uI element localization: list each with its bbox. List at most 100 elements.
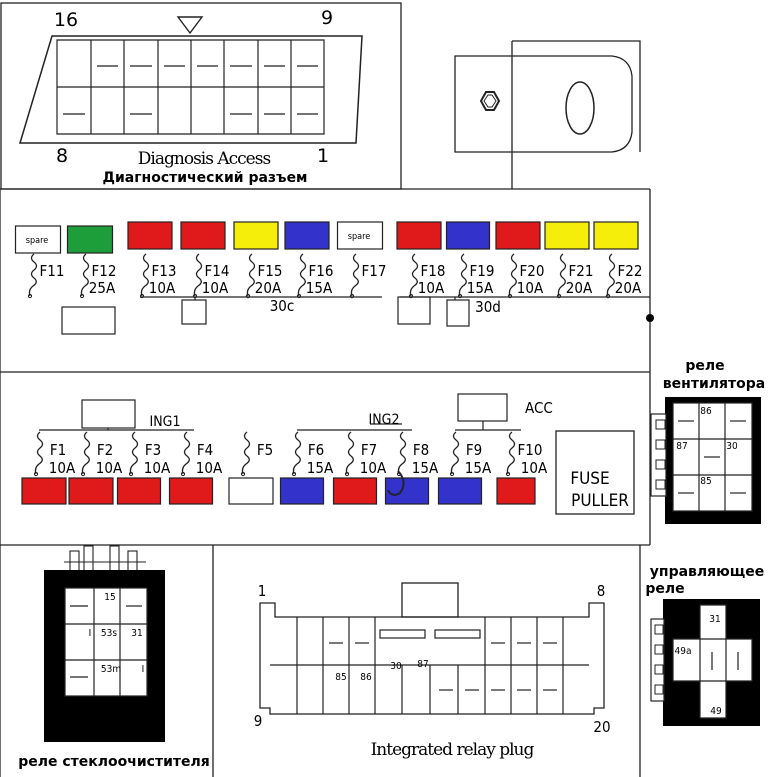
wiper-relay-pin-31: 31 — [131, 628, 142, 639]
fuse-link-end — [291, 471, 297, 477]
wiper-relay: 15 I 53s 31 53m I реле стеклоочистителя — [18, 545, 210, 770]
fuse-link-icon — [129, 431, 139, 475]
fuse-link-icon — [81, 431, 91, 475]
diag-caption-ru: Диагностический разъем — [102, 170, 307, 186]
integrated-relay-plug: 1 8 9 20 85 86 30 87 Integrated relay pl… — [254, 582, 611, 760]
fuse-rating-f3: 10A — [144, 459, 171, 477]
fuse-name-f1: F1 — [50, 441, 66, 459]
wiper-relay-pin-i: I — [89, 628, 92, 639]
fuse-mark — [398, 236, 408, 242]
fuse-link-icon — [606, 253, 616, 297]
fuse-cap-f19 — [445, 221, 491, 250]
fuse-link-end — [240, 471, 246, 477]
fuse-cap-f12 — [66, 225, 114, 254]
fuse-rating-f6: 15A — [307, 459, 334, 477]
fuse-puller — [555, 430, 635, 515]
fan-relay-title-2: вентилятора — [663, 376, 765, 392]
fuse-name-f19: F19 — [470, 262, 495, 280]
wiper-relay-pin-53s: 53s — [101, 628, 117, 639]
plug-pin-20: 20 — [593, 718, 610, 736]
fuse-link-icon — [345, 431, 355, 475]
fan-relay-pin-87: 87 — [676, 441, 687, 452]
diag-pin-16: 16 — [54, 9, 78, 31]
fuse-link-icon — [246, 253, 256, 297]
fuse-name-f20: F20 — [520, 262, 545, 280]
relay-socket — [446, 299, 470, 327]
fuse-rating-f18: 10A — [418, 279, 445, 297]
fuse-rating-f2: 10A — [96, 459, 123, 477]
control-relay-title-1: управляющее — [650, 564, 764, 580]
plug-pin-grid — [296, 617, 564, 714]
fuse-name-f22: F22 — [618, 262, 643, 280]
fan-relay-title-1: реле — [685, 358, 724, 374]
terminal-dot — [646, 314, 654, 322]
fuse-link-end — [128, 471, 134, 477]
relay-socket — [181, 299, 207, 325]
plug-pin-30: 30 — [390, 661, 402, 672]
fuse-name-f18: F18 — [421, 262, 446, 280]
plug-caption: Integrated relay plug — [371, 740, 535, 760]
fuse-cap-f2 — [68, 477, 114, 505]
fuse-rating-f1: 10A — [49, 459, 76, 477]
wiper-relay-pin-i2: I — [142, 664, 145, 675]
fuse-cap-f13 — [127, 221, 173, 250]
fuse-cap-f6 — [279, 477, 325, 505]
control-relay-pin-31: 31 — [709, 614, 720, 625]
fuse-name-f8: F8 — [413, 441, 429, 459]
fuse-name-f16: F16 — [309, 262, 334, 280]
relay-socket — [397, 296, 431, 325]
fuse-link-icon — [140, 253, 150, 297]
fuse-rating-f19: 15A — [467, 279, 494, 297]
diag-caption-en: Diagnosis Access — [138, 149, 271, 169]
bus-label-ing1: ING1 — [150, 414, 181, 430]
fan-relay-pin-86: 86 — [700, 406, 712, 417]
diagnostic-connector: 16 9 8 1 Diagnosis Access Диагностически… — [18, 7, 363, 186]
fuse-link-end — [505, 471, 511, 477]
fuse-cap-f16 — [284, 221, 330, 250]
fuse-cap-f15 — [233, 221, 279, 250]
fuse-cap-text: spare — [26, 236, 48, 246]
fuse-cap-f18 — [396, 221, 442, 250]
fuse-name-f7: F7 — [361, 441, 377, 459]
fuse-rating-f14: 10A — [202, 279, 229, 297]
diag-pin-8: 8 — [56, 145, 68, 167]
relay-socket — [457, 393, 508, 422]
fuse-name-f2: F2 — [97, 441, 113, 459]
fuse-cap-f11 — [14, 225, 62, 254]
wiper-relay-title: реле стеклоочистителя — [18, 754, 210, 770]
fuse-name-f21: F21 — [569, 262, 594, 280]
fuse-cap-f22 — [593, 221, 639, 250]
lower-fuse-caps — [21, 477, 536, 505]
fuse-cap-f4 — [168, 477, 214, 505]
fuse-link-icon — [28, 253, 38, 297]
fuse-link-icon — [80, 253, 90, 297]
fuse-link-icon — [181, 431, 191, 475]
bus-label-ing2: ING2 — [369, 412, 400, 428]
plug-pin-87: 87 — [417, 659, 428, 670]
fuse-link-end — [180, 471, 186, 477]
mounting-bracket — [454, 40, 641, 189]
fuse-rating-f4: 10A — [196, 459, 223, 477]
fuse-cap-f20 — [495, 221, 541, 250]
control-relay: управляющее реле 31 49a 49 — [645, 564, 764, 726]
fan-relay: реле вентилятора 86 87 30 85 — [650, 358, 765, 524]
lower-fuse-links — [33, 431, 516, 477]
bus-label-30d: 30d — [475, 298, 501, 316]
fuse-name-f13: F13 — [152, 262, 177, 280]
fuse-name-f15: F15 — [258, 262, 283, 280]
fuse-rating-f10: 10A — [521, 459, 548, 477]
fuse-name-f6: F6 — [308, 441, 324, 459]
fuse-puller-label-2: PULLER — [571, 491, 629, 511]
fuse-link-icon — [241, 431, 251, 475]
control-relay-pin-49: 49 — [710, 706, 722, 717]
fuse-cap-f5 — [228, 477, 274, 505]
fuse-cap-f14 — [180, 221, 226, 250]
fuse-name-f12: F12 — [92, 262, 117, 280]
fuse-cap-f8 — [384, 477, 430, 505]
fuse-name-f5: F5 — [257, 441, 273, 459]
fuse-name-f4: F4 — [197, 441, 213, 459]
fuse-cap-f9 — [437, 477, 483, 505]
